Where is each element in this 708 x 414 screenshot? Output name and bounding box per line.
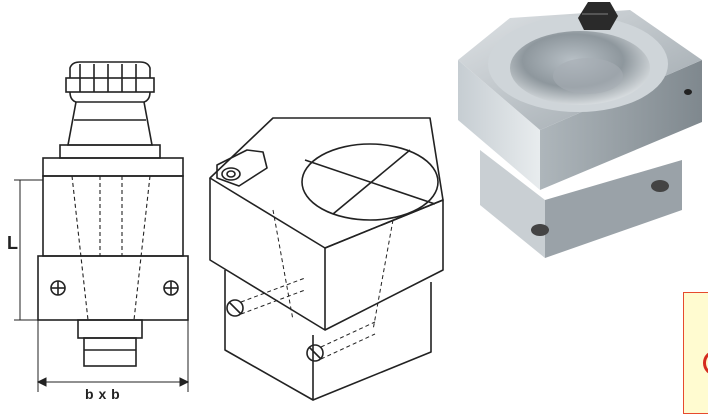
screw-hole-icon [50,280,66,296]
collet-nut-icon [65,61,155,103]
screw-hole-icon [306,344,324,362]
screw-hole-icon [226,299,244,317]
tool-holder-isometric-drawing [209,117,444,401]
clamp-lever-icon [216,149,268,187]
length-dimension-label: L [7,233,18,253]
tool-holder-photo [458,2,702,258]
callout-marker [703,350,708,376]
tool-holder-technical-drawing [14,61,190,392]
width-dimension-label: b x b [85,386,121,402]
note-callout-box [683,292,708,414]
screw-hole-icon [163,280,179,296]
